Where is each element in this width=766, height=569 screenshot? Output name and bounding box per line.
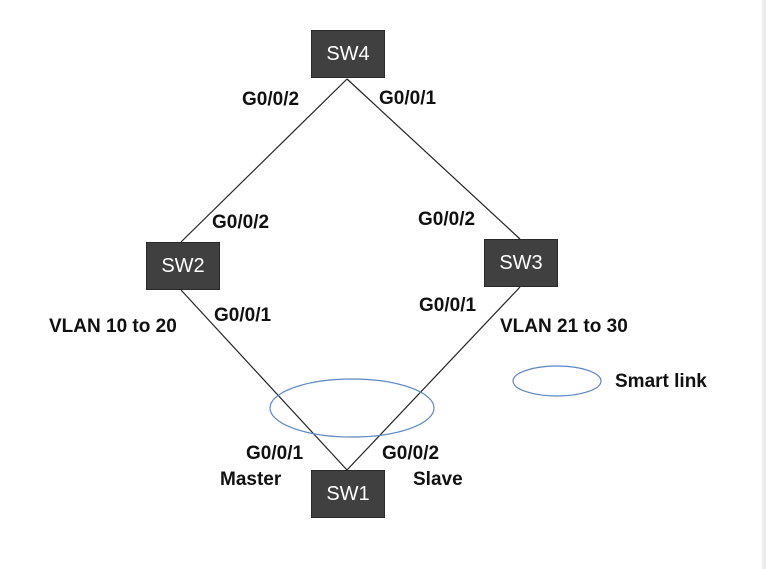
vlan-label-left: VLAN 10 to 20 <box>49 316 177 337</box>
link-sw4-sw3 <box>346 78 521 240</box>
smart-link-ellipse <box>269 378 435 438</box>
link-sw3-sw1 <box>346 286 521 471</box>
link-sw2-sw1 <box>180 289 348 471</box>
port-label-sw3-top: G0/0/2 <box>418 209 476 230</box>
port-label-sw4-left: G0/0/2 <box>242 89 300 110</box>
port-label-sw2-top: G0/0/2 <box>212 212 270 233</box>
port-label-sw1-left: G0/0/1 <box>246 443 304 464</box>
switch-sw3[interactable]: SW3 <box>484 239 558 287</box>
port-label-sw4-right: G0/0/1 <box>379 88 437 109</box>
right-border <box>762 0 766 569</box>
switch-sw1[interactable]: SW1 <box>311 470 385 518</box>
legend-ellipse <box>512 365 602 397</box>
vlan-label-right: VLAN 21 to 30 <box>500 316 628 337</box>
port-label-sw1-right: G0/0/2 <box>382 443 440 464</box>
switch-sw2[interactable]: SW2 <box>146 242 220 290</box>
role-label-slave: Slave <box>413 469 463 490</box>
role-label-master: Master <box>220 469 282 490</box>
switch-sw4[interactable]: SW4 <box>311 30 385 78</box>
port-label-sw2-bottom: G0/0/1 <box>214 305 272 326</box>
port-label-sw3-bottom: G0/0/1 <box>419 295 477 316</box>
link-sw4-sw2 <box>180 78 348 243</box>
legend-smart-link-label: Smart link <box>615 371 707 392</box>
